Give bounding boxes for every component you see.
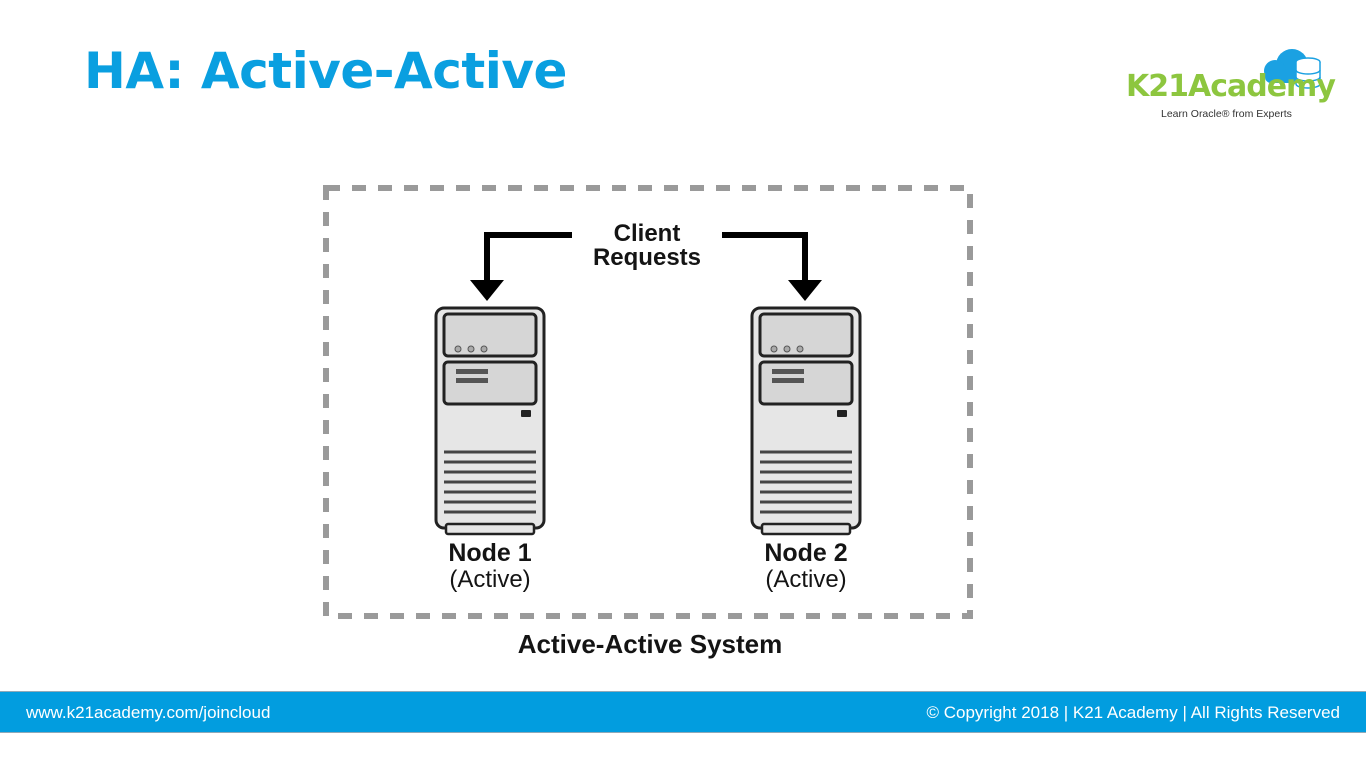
client-request-arrow-left: [484, 232, 572, 285]
node-2-label: Node 2: [764, 539, 848, 567]
node-2-status: (Active): [765, 566, 847, 593]
node-1-status: (Active): [449, 566, 531, 593]
node-1-label: Node 1: [448, 539, 532, 567]
client-request-arrow-right: [722, 232, 808, 285]
footer-website-link[interactable]: www.k21academy.com/joincloud: [26, 703, 271, 722]
diagram-graphics: [323, 185, 973, 619]
client-label-line1: Client: [613, 220, 681, 247]
server-node-2-icon: [750, 306, 862, 536]
slide-title: HA: Active-Active: [84, 42, 567, 100]
system-boundary: [323, 185, 973, 619]
footer-bar: www.k21academy.com/joincloud © Copyright…: [0, 691, 1366, 733]
footer-copyright: © Copyright 2018 | K21 Academy | All Rig…: [926, 703, 1340, 722]
client-label-line2: Requests: [592, 244, 702, 271]
system-label: Active-Active System: [517, 629, 783, 659]
cloud-database-icon: [1264, 49, 1321, 89]
server-node-1-icon: [434, 306, 546, 536]
active-active-diagram: Client Requests Node 1 (Active) Node 2 (…: [310, 175, 990, 675]
client-requests-label: Client Requests: [572, 222, 722, 270]
logo-wordmark: K21Academy: [1126, 69, 1336, 104]
arrow-head-left: [470, 280, 504, 301]
k21academy-logo: K21Academy Learn Oracle® from Experts: [1120, 40, 1336, 125]
arrow-head-right: [788, 280, 822, 301]
logo-tagline: Learn Oracle® from Experts: [1161, 108, 1292, 120]
